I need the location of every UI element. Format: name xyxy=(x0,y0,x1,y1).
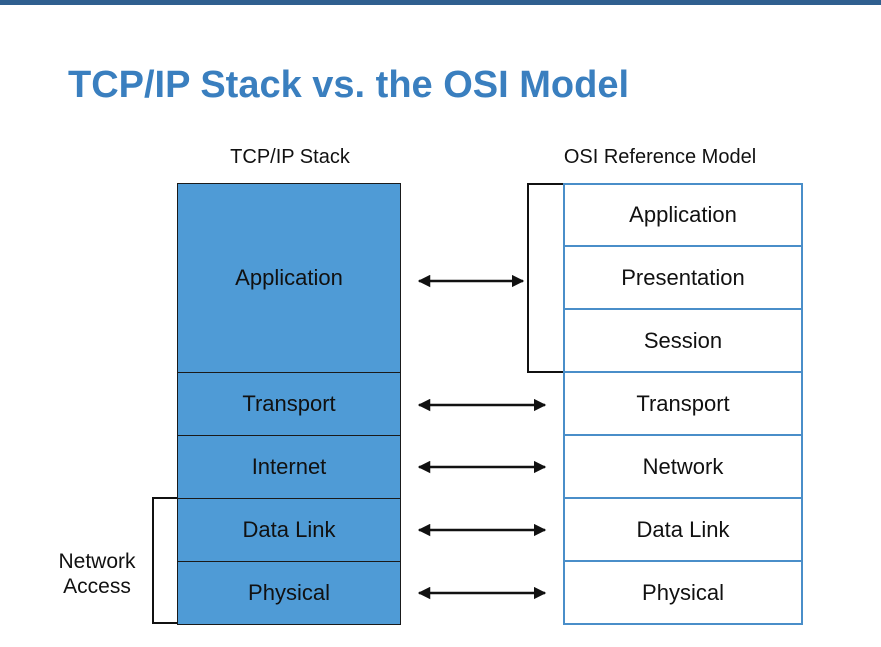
tcp-layer-data-link: Data Link xyxy=(177,499,401,562)
osi-layer-physical: Physical xyxy=(563,562,803,625)
osi-layer-session: Session xyxy=(563,310,803,373)
network-access-label-line2: Access xyxy=(63,575,131,598)
osi-layer-application: Application xyxy=(563,183,803,247)
osi-layer-data-link: Data Link xyxy=(563,499,803,562)
network-access-label-line1: Network xyxy=(58,550,136,573)
osi-upper-bracket xyxy=(527,183,563,373)
network-access-label: Network Access xyxy=(44,549,150,599)
osi-layer-presentation: Presentation xyxy=(563,247,803,310)
tcp-layer-physical: Physical xyxy=(177,562,401,625)
osi-layer-transport: Transport xyxy=(563,373,803,436)
tcp-layer-internet: Internet xyxy=(177,436,401,499)
tcp-stack-header: TCP/IP Stack xyxy=(230,146,350,168)
osi-model-header: OSI Reference Model xyxy=(563,146,757,168)
tcp-layer-application: Application xyxy=(177,183,401,373)
tcp-ip-stack: Application Transport Internet Data Link… xyxy=(177,183,401,625)
top-accent-bar xyxy=(0,0,881,5)
page-title: TCP/IP Stack vs. the OSI Model xyxy=(68,64,630,106)
tcp-layer-transport: Transport xyxy=(177,373,401,436)
osi-reference-model: Application Presentation Session Transpo… xyxy=(563,183,803,625)
osi-layer-network: Network xyxy=(563,436,803,499)
network-access-bracket xyxy=(152,497,177,624)
